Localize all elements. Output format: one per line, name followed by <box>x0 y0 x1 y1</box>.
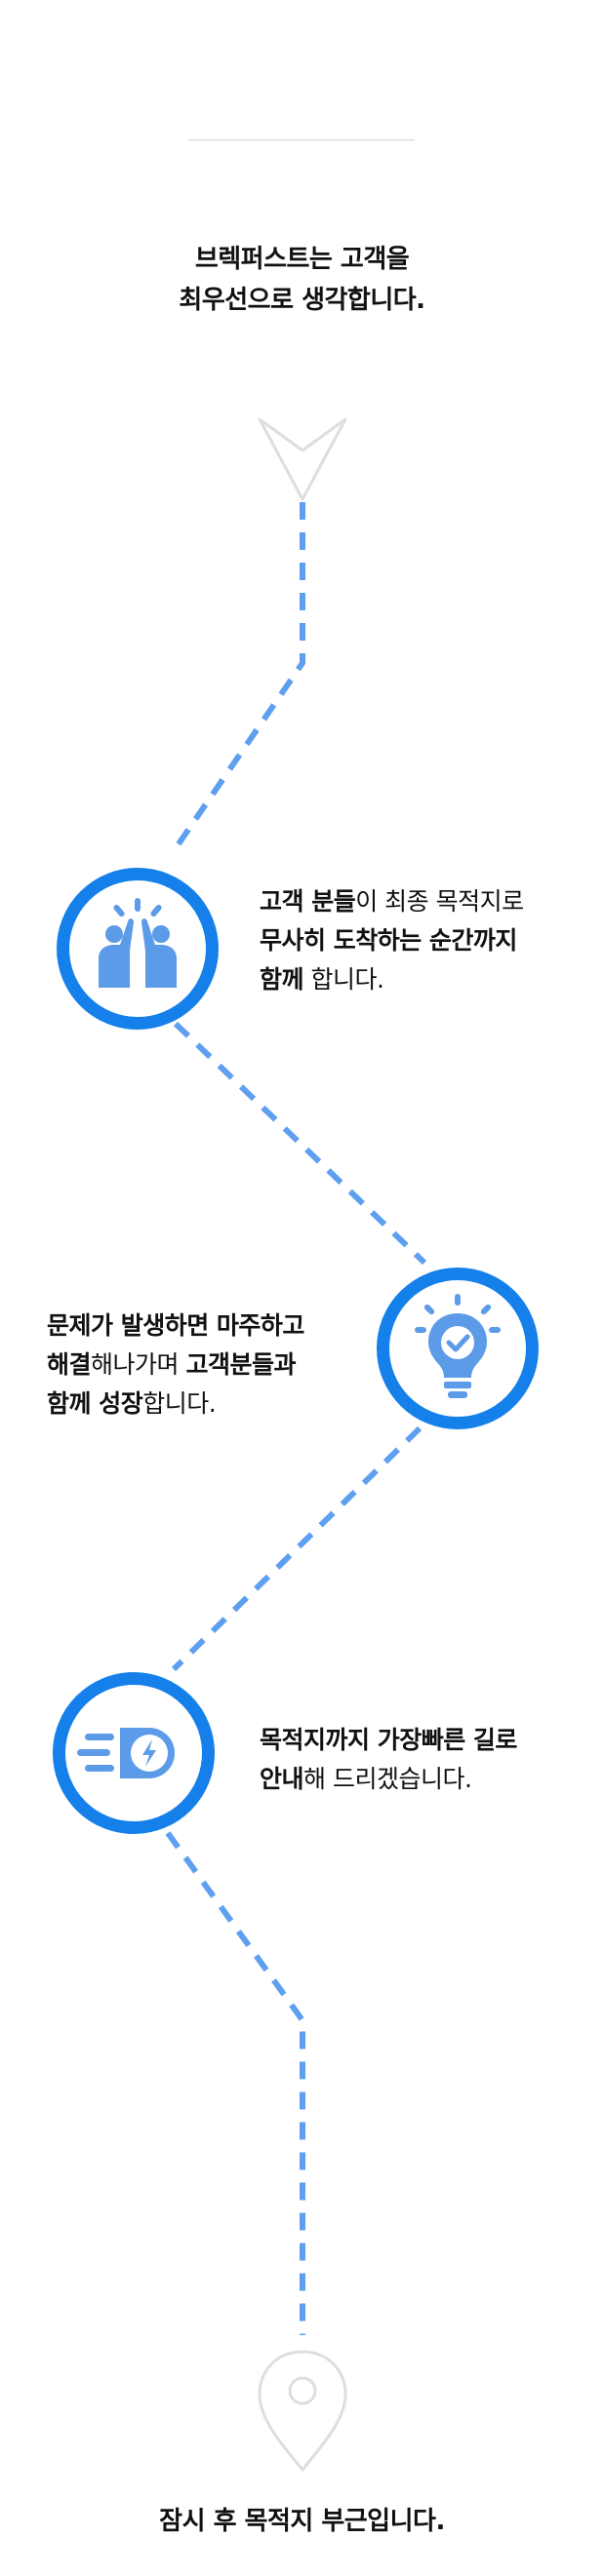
step-2-circle <box>377 1268 539 1429</box>
step-3-circle <box>53 1672 215 1834</box>
intro-line-2: 최우선으로 생각합니다. <box>179 286 425 315</box>
top-divider <box>188 139 415 140</box>
intro-headline: 브렉퍼스트는 고객을 최우선으로 생각합니다. <box>0 239 604 321</box>
destination-pin-icon <box>258 2350 347 2473</box>
high-five-icon <box>99 898 177 988</box>
outro-headline: 잠시 후 목적지 부근입니다. <box>159 2507 445 2536</box>
intro-line-1: 브렉퍼스트는 고객을 <box>194 245 410 274</box>
step-1-line-2: 무사히 도착하는 순간까지 <box>260 926 517 955</box>
route-dashes <box>165 502 427 2335</box>
step-2-line-1: 문제가 발생하면 마주하고 <box>47 1311 304 1340</box>
step-1-circle <box>57 868 219 1030</box>
step-1-text: 고객 분들이 최종 목적지로 무사히 도착하는 순간까지 함께 합니다. <box>260 882 524 999</box>
lightbulb-check-icon <box>415 1294 501 1398</box>
step-1-line-3: 함께 합니다. <box>260 965 384 994</box>
start-chevron-icon <box>258 417 347 501</box>
step-2-line-3: 함께 성장합니다. <box>47 1389 217 1418</box>
step-1-line-1: 고객 분들이 최종 목적지로 <box>260 887 524 916</box>
step-2-text: 문제가 발생하면 마주하고 해결해나가며 고객분들과 함께 성장합니다. <box>47 1307 304 1424</box>
step-3-line-2: 안내해 드리겠습니다. <box>260 1765 472 1793</box>
step-3-line-1: 목적지까지 가장빠른 길로 <box>260 1726 517 1754</box>
step-3-text: 목적지까지 가장빠른 길로 안내해 드리겠습니다. <box>260 1721 517 1799</box>
step-2-line-2: 해결해나가며 고객분들과 <box>47 1350 296 1379</box>
fast-energy-icon <box>77 1728 175 1778</box>
